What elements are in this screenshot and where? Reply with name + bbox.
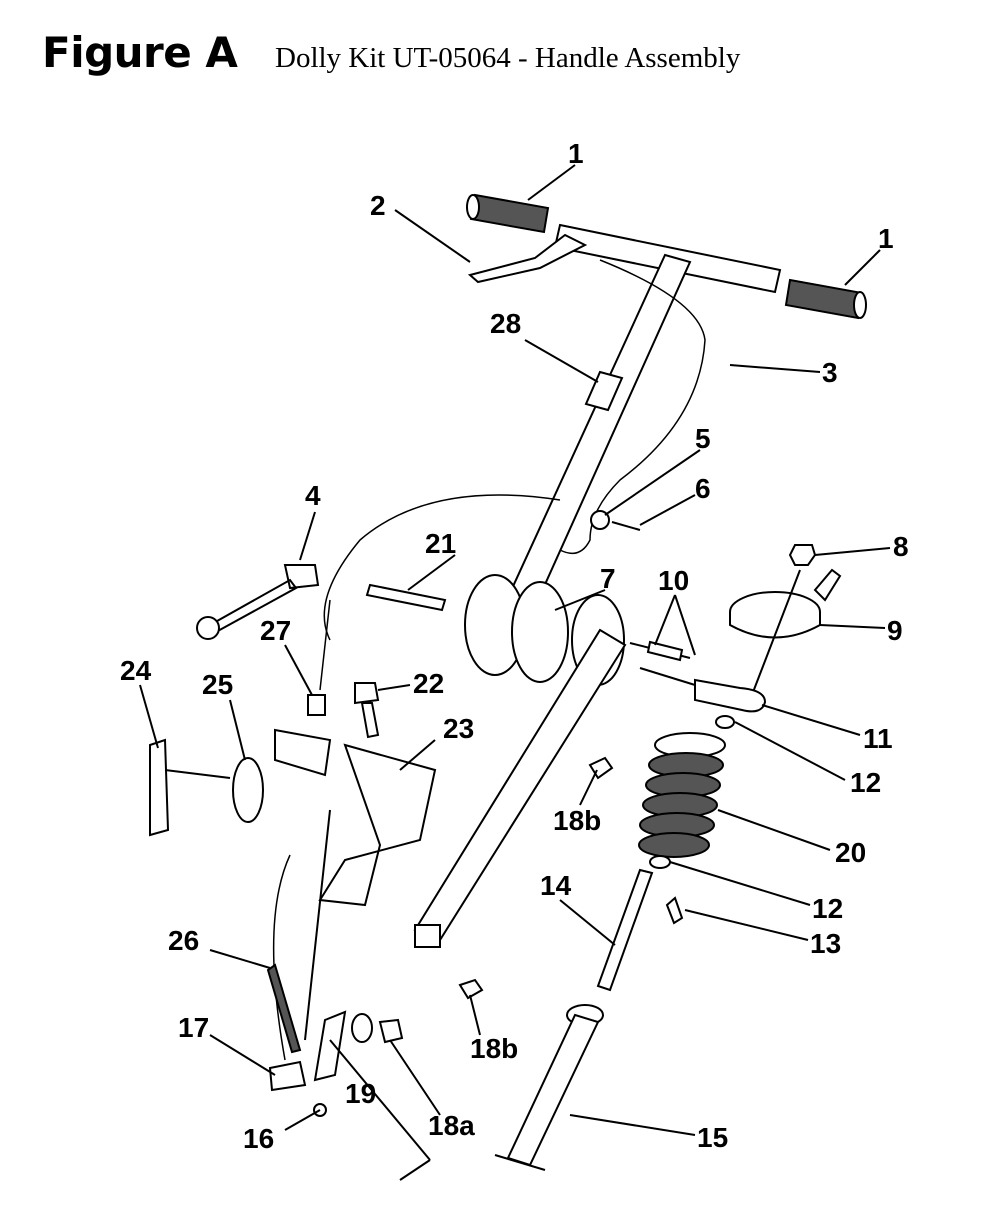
callout-28: 28 xyxy=(490,308,521,339)
callout-14: 14 xyxy=(540,870,572,901)
callout-17: 17 xyxy=(178,1012,209,1043)
callout-25: 25 xyxy=(202,669,233,700)
callout-2: 2 xyxy=(370,190,386,221)
nut-8 xyxy=(788,544,817,566)
pulley-25 xyxy=(232,757,264,823)
figure-title: Dolly Kit UT-05064 - Handle Assembly xyxy=(275,42,741,74)
callout-22: 22 xyxy=(413,668,444,699)
shaft-24 xyxy=(149,738,170,837)
callout-27: 27 xyxy=(260,615,291,646)
leader-lines xyxy=(139,164,891,1136)
callout-3: 3 xyxy=(822,357,838,388)
pin-21 xyxy=(365,583,447,612)
callout-18b-upper: 18b xyxy=(553,805,601,836)
brake-lever xyxy=(467,233,588,284)
rod-end xyxy=(694,678,767,713)
callout-11: 11 xyxy=(863,723,893,754)
callout-9: 9 xyxy=(887,615,903,646)
callout-7: 7 xyxy=(600,563,616,594)
cable-loop xyxy=(323,494,561,641)
callout-4: 4 xyxy=(305,480,321,511)
callout-1-right: 1 xyxy=(878,223,894,254)
callout-18a: 18a xyxy=(428,1110,475,1141)
callout-13: 13 xyxy=(810,928,841,959)
right-grip xyxy=(784,278,867,320)
callout-10: 10 xyxy=(658,565,689,596)
callout-12-lower: 12 xyxy=(812,893,843,924)
callout-26: 26 xyxy=(168,925,199,956)
callout-12-upper: 12 xyxy=(850,767,881,798)
bolt-22 xyxy=(354,682,380,739)
bracket-23 xyxy=(318,743,437,907)
spring-pins xyxy=(646,640,684,662)
callout-23: 23 xyxy=(443,713,474,744)
cable-clamp xyxy=(590,510,610,530)
callout-21: 21 xyxy=(425,528,456,559)
lower-tube xyxy=(413,628,627,942)
callout-16: 16 xyxy=(243,1123,274,1154)
tube-15 xyxy=(506,1013,600,1167)
callout-6: 6 xyxy=(695,473,711,504)
callout-18b-lower: 18b xyxy=(470,1033,518,1064)
callout-8: 8 xyxy=(893,531,909,562)
figure-label: Figure A xyxy=(42,28,238,77)
callout-1-left: 1 xyxy=(568,138,584,169)
rod-14 xyxy=(596,868,654,992)
callout-15: 15 xyxy=(697,1122,728,1153)
callout-20: 20 xyxy=(835,837,866,868)
callout-5: 5 xyxy=(695,423,711,454)
callout-24: 24 xyxy=(120,655,152,686)
spring-20 xyxy=(638,732,726,858)
handle-bar xyxy=(491,223,782,642)
control-cable xyxy=(559,259,706,555)
left-grip xyxy=(466,193,550,234)
callout-19: 19 xyxy=(345,1078,376,1109)
disk-center xyxy=(511,581,569,683)
decal-28 xyxy=(584,370,624,412)
